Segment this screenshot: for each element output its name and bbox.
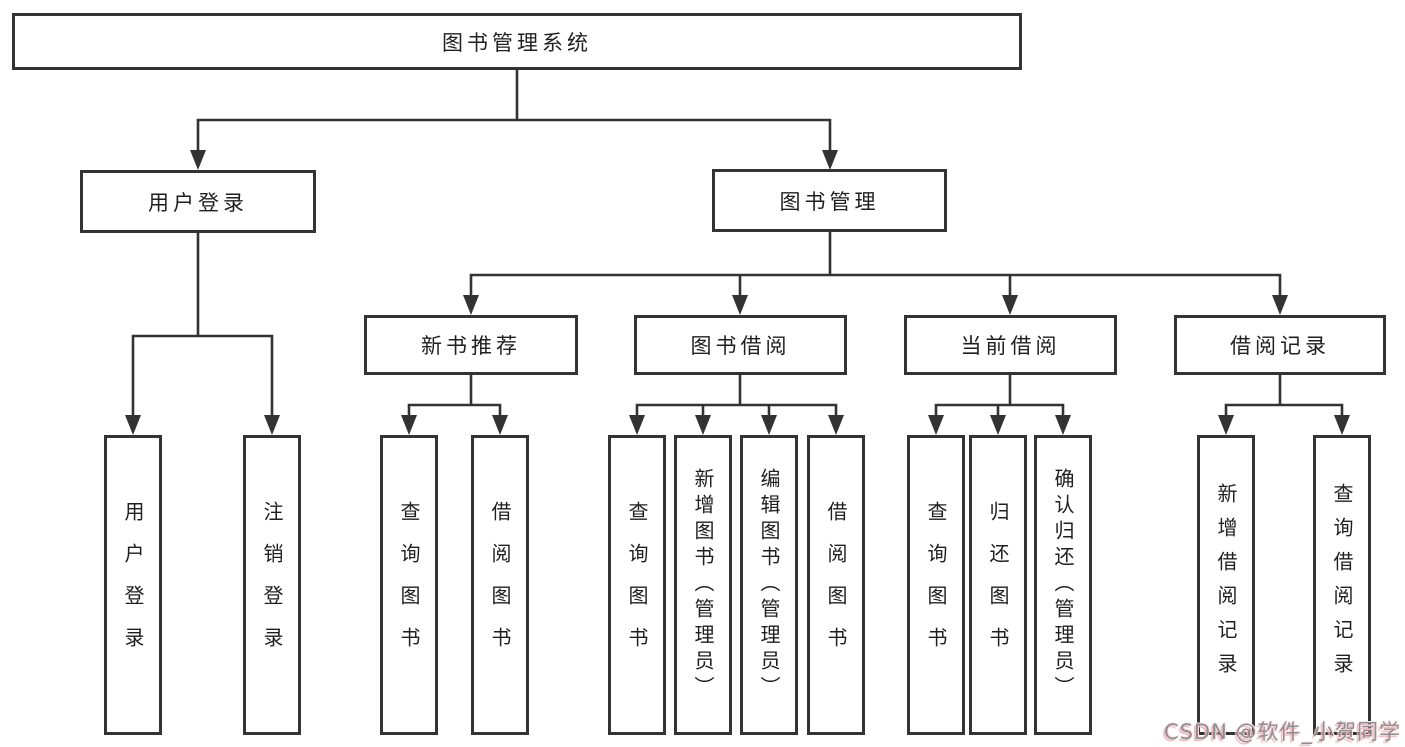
leaf-return-books: 归还图书 [969,435,1027,735]
leaf-query-borrow-record: 查询借阅记录 [1313,435,1371,735]
node-root-system: 图书管理系统 [12,13,1022,70]
node-book-borrow: 图书借阅 [634,315,847,375]
leaf-user-login: 用户登录 [104,435,162,735]
leaf-query-books-recommend: 查询图书 [380,435,438,735]
leaf-logout: 注销登录 [243,435,301,735]
leaf-borrow-books: 借阅图书 [807,435,865,735]
node-user-login: 用户登录 [80,170,316,233]
leaf-query-books-current: 查询图书 [907,435,965,735]
node-book-management: 图书管理 [712,169,947,232]
leaf-borrow-books-recommend: 借阅图书 [471,435,529,735]
node-current-borrow: 当前借阅 [904,315,1117,375]
node-borrow-records: 借阅记录 [1174,315,1386,375]
watermark-text: CSDN @软件_小贺同学 [1163,720,1401,744]
leaf-confirm-return-admin: 确认归还（管理员） [1034,435,1092,735]
leaf-query-books-borrow: 查询图书 [608,435,666,735]
node-new-book-recommend: 新书推荐 [364,315,578,375]
leaf-add-borrow-record: 新增借阅记录 [1197,435,1255,735]
leaf-add-books-admin: 新增图书（管理员） [674,435,732,735]
leaf-edit-books-admin: 编辑图书（管理员） [740,435,798,735]
